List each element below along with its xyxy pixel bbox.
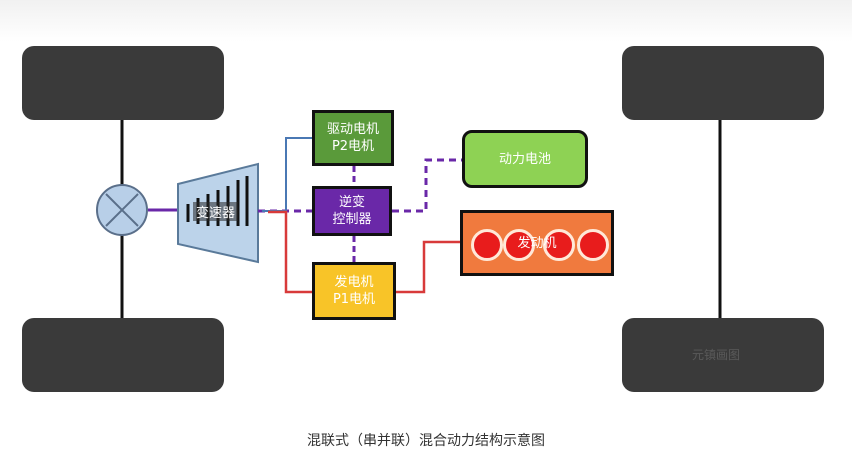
engine-label: 发动机 <box>517 235 557 251</box>
wheel-rear-right: 元镇画图 <box>622 318 824 392</box>
gearbox-label: 变速器 <box>193 202 239 221</box>
wheel-rear-left <box>622 46 824 120</box>
differential <box>96 184 148 236</box>
generator-line2: P1电机 <box>332 292 376 307</box>
inverter-battery-link <box>392 158 462 213</box>
battery-label: 动力电池 <box>498 151 551 167</box>
diagram-caption: 混联式（串并联）混合动力结构示意图 <box>307 433 545 449</box>
wheel-front-right <box>22 318 224 392</box>
engine-cylinder-4 <box>577 229 609 261</box>
generator-box: 发电机 P1电机 <box>312 262 396 320</box>
generator-line1: 发电机 <box>334 275 374 290</box>
engine-box: 发动机 <box>460 210 614 276</box>
inverter-line2: 控制器 <box>332 212 372 227</box>
p2-motor-box: 驱动电机 P2电机 <box>312 110 394 166</box>
inverter-line1: 逆变 <box>338 195 365 210</box>
engine-cylinder-2 <box>503 229 535 261</box>
gearbox-p2-shaft <box>262 137 312 212</box>
battery-box: 动力电池 <box>462 130 588 188</box>
engine-cylinder-1 <box>471 229 503 261</box>
top-fade <box>0 0 852 42</box>
gearbox-generator-shaft <box>268 210 312 294</box>
engine-cylinder-3 <box>543 229 575 261</box>
p2-motor-line2: P2电机 <box>331 139 375 154</box>
generator-engine-shaft <box>396 240 460 294</box>
p2-motor-line1: 驱动电机 <box>326 122 379 137</box>
wheel-front-left <box>22 46 224 120</box>
watermark: 元镇画图 <box>692 348 741 362</box>
inverter-box: 逆变 控制器 <box>312 186 392 236</box>
